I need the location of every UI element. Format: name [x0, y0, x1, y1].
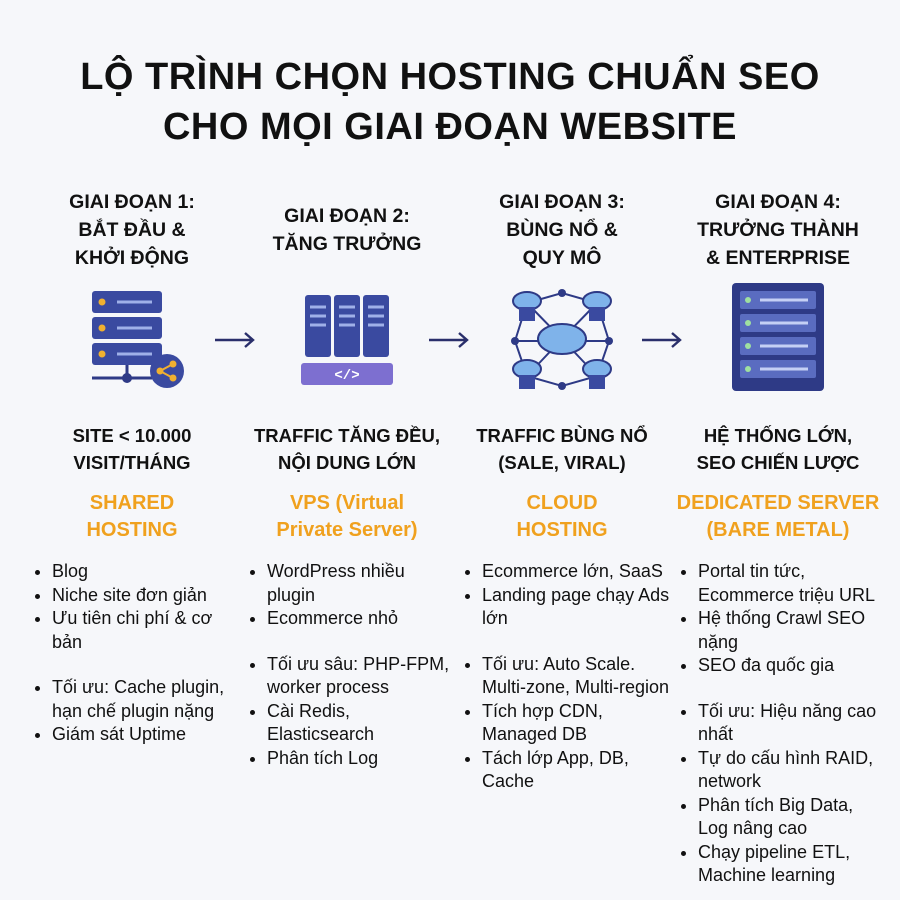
feature-list: Tối ưu: Hiệu năng cao nhấtTự do cấu hình… — [668, 700, 888, 888]
list-item: Tách lớp App, DB, Cache — [482, 747, 672, 794]
traffic-label: TRAFFIC BÙNG NỔ (SALE, VIRAL) — [452, 422, 672, 476]
list-item: WordPress nhiều plugin — [267, 560, 457, 607]
hosting-line: (BARE METAL) — [706, 519, 850, 541]
traffic-line: NỘI DUNG LỚN — [277, 452, 417, 473]
hosting-type: SHARED HOSTING — [22, 490, 242, 544]
hosting-line: HOSTING — [86, 519, 178, 541]
stage-column-4: GIAI ĐOẠN 4: TRƯỞNG THÀNH & ENTERPRISE HỆ T… — [668, 188, 888, 888]
list-item: Ưu tiên chi phí & cơ bản — [52, 607, 242, 654]
page-title: LỘ TRÌNH CHỌN HOSTING CHUẨN SEO CHO MỌI … — [0, 52, 900, 152]
list-item: Ecommerce nhỏ — [267, 607, 457, 631]
title-line-1: LỘ TRÌNH CHỌN HOSTING CHUẨN SEO — [80, 56, 820, 98]
hosting-line: Private Server) — [276, 519, 418, 541]
traffic-line: HỆ THỐNG LỚN, — [703, 425, 853, 446]
feature-list: Tối ưu: Auto Scale. Multi-zone, Multi-re… — [452, 653, 672, 794]
hosting-type: CLOUD HOSTING — [452, 490, 672, 544]
cloud-network-icon — [452, 278, 672, 398]
list-item: Niche site đơn giản — [52, 584, 242, 608]
list-item: Tích hợp CDN, Managed DB — [482, 700, 672, 747]
stage-column-1: GIAI ĐOẠN 1: BẮT ĐẦU & KHỞI ĐỘNG SITE < 10.… — [22, 188, 242, 747]
server-share-icon — [22, 278, 242, 398]
vps-servers-code-icon: </> — [237, 278, 457, 398]
stage-column-2: GIAI ĐOẠN 2: TĂNG TRƯỞNG </> TRAFFIC TĂNG Đ… — [237, 188, 457, 770]
arrow-right-icon — [215, 332, 255, 348]
stage-heading-line: GIAI ĐOẠN 2: — [284, 205, 410, 227]
stage-heading-line: GIAI ĐOẠN 1: — [69, 191, 195, 213]
stage-heading-line: KHỞI ĐỘNG — [74, 247, 190, 269]
traffic-line: TRAFFIC TĂNG ĐỀU, — [253, 425, 440, 446]
feature-list: WordPress nhiều pluginEcommerce nhỏ — [237, 560, 457, 631]
hosting-line: SHARED — [89, 492, 175, 514]
list-item: Tối ưu: Cache plugin, hạn chế plugin nặn… — [52, 676, 242, 723]
traffic-line: VISIT/THÁNG — [73, 452, 191, 473]
traffic-line: SITE < 10.000 — [72, 425, 192, 446]
hosting-type: DEDICATED SERVER (BARE METAL) — [668, 490, 888, 544]
traffic-line: TRAFFIC BÙNG NỔ — [476, 425, 648, 446]
stage-heading: GIAI ĐOẠN 2: TĂNG TRƯỞNG — [237, 188, 457, 272]
stage-heading: GIAI ĐOẠN 4: TRƯỞNG THÀNH & ENTERPRISE — [668, 188, 888, 272]
arrow-right-icon — [429, 332, 469, 348]
list-item: Blog — [52, 560, 242, 584]
stage-heading-line: GIAI ĐOẠN 4: — [715, 191, 841, 213]
arrow-right-icon — [642, 332, 682, 348]
traffic-line: SEO CHIẾN LƯỢC — [696, 452, 860, 473]
stage-heading-line: BẮT ĐẦU & — [78, 219, 186, 241]
traffic-line: (SALE, VIRAL) — [498, 452, 626, 473]
traffic-label: TRAFFIC TĂNG ĐỀU, NỘI DUNG LỚN — [237, 422, 457, 476]
stage-heading-line: TRƯỞNG THÀNH — [697, 219, 859, 241]
stage-heading: GIAI ĐOẠN 1: BẮT ĐẦU & KHỞI ĐỘNG — [22, 188, 242, 272]
title-line-2: CHO MỌI GIAI ĐOẠN WEBSITE — [162, 106, 738, 148]
list-item: Tự do cấu hình RAID, network — [698, 747, 888, 794]
stage-heading-line: TĂNG TRƯỞNG — [272, 233, 422, 255]
hosting-line: CLOUD — [526, 492, 598, 514]
list-item: Ecommerce lớn, SaaS — [482, 560, 672, 584]
stage-heading-line: QUY MÔ — [522, 247, 602, 269]
hosting-line: VPS (Virtual — [289, 492, 405, 514]
list-item: Hệ thống Crawl SEO nặng — [698, 607, 888, 654]
stage-heading-line: GIAI ĐOẠN 3: — [499, 191, 625, 213]
svg-text:</>: </> — [334, 368, 359, 384]
list-item: Chạy pipeline ETL, Machine learning — [698, 841, 888, 888]
hosting-line: DEDICATED SERVER — [676, 492, 880, 514]
feature-list: BlogNiche site đơn giảnƯu tiên chi phí &… — [22, 560, 242, 654]
stage-heading-line: BÙNG NỔ & — [506, 219, 618, 241]
stage-heading-line: & ENTERPRISE — [705, 247, 851, 269]
traffic-label: HỆ THỐNG LỚN, SEO CHIẾN LƯỢC — [668, 422, 888, 476]
list-item: Tối ưu: Hiệu năng cao nhất — [698, 700, 888, 747]
list-item: SEO đa quốc gia — [698, 654, 888, 678]
list-item: Phân tích Big Data, Log nâng cao — [698, 794, 888, 841]
list-item: Phân tích Log — [267, 747, 457, 771]
list-item: Tối ưu sâu: PHP-FPM, worker process — [267, 653, 457, 700]
hosting-line: HOSTING — [516, 519, 608, 541]
list-item: Giám sát Uptime — [52, 723, 242, 747]
list-item: Portal tin tức, Ecommerce triệu URL — [698, 560, 888, 607]
list-item: Tối ưu: Auto Scale. Multi-zone, Multi-re… — [482, 653, 672, 700]
list-item: Landing page chạy Ads lớn — [482, 584, 672, 631]
feature-list: Tối ưu sâu: PHP-FPM, worker processCài R… — [237, 653, 457, 771]
stage-heading: GIAI ĐOẠN 3: BÙNG NỔ & QUY MÔ — [452, 188, 672, 272]
feature-list: Ecommerce lớn, SaaSLanding page chạy Ads… — [452, 560, 672, 631]
feature-list: Tối ưu: Cache plugin, hạn chế plugin nặn… — [22, 676, 242, 747]
stage-column-3: GIAI ĐOẠN 3: BÙNG NỔ & QUY MÔ TRAFFIC BÙNG … — [452, 188, 672, 794]
list-item: Cài Redis, Elasticsearch — [267, 700, 457, 747]
dedicated-server-rack-icon — [668, 278, 888, 398]
feature-list: Portal tin tức, Ecommerce triệu URLHệ th… — [668, 560, 888, 678]
